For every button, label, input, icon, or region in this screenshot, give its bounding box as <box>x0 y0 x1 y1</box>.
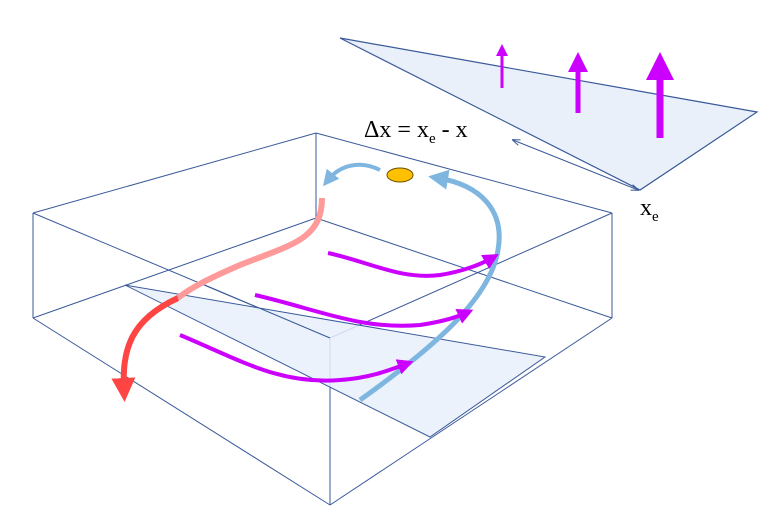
box-front-edge-over-plane <box>199 282 331 339</box>
distance-double-arrow <box>513 140 638 190</box>
magenta-flow-bottom <box>179 333 414 383</box>
xe-label: xe <box>640 195 659 225</box>
magenta-flow-middle <box>254 293 474 328</box>
delta-x-label: Δx = xe - x <box>364 117 468 147</box>
blue-surface-flow <box>322 162 381 187</box>
observation-point-marker <box>386 167 414 183</box>
upper-plane <box>339 37 759 191</box>
red-downwelling-flow <box>111 295 180 402</box>
inner-sloped-plane <box>124 284 547 438</box>
red-light-flow <box>176 197 325 301</box>
magenta-flow-top <box>327 251 499 278</box>
box-wireframe <box>32 132 613 506</box>
